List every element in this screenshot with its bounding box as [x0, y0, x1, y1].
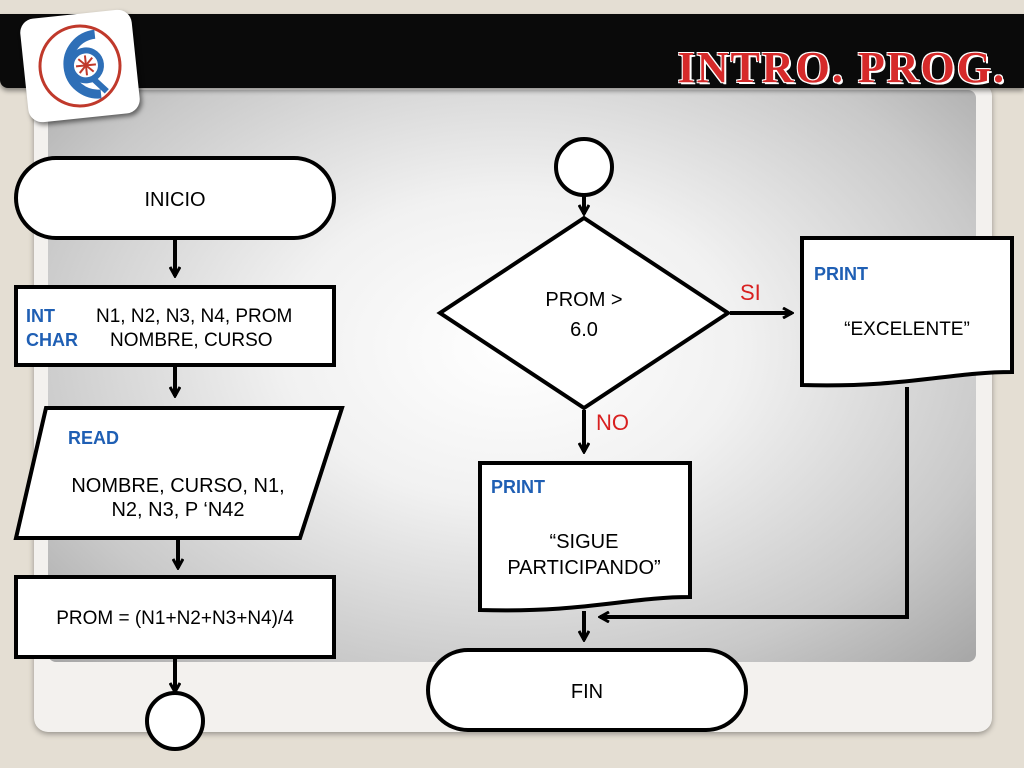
connector-out	[145, 691, 205, 751]
arrow-yes-to-end	[600, 387, 909, 617]
print-no-line-2: PARTICIPANDO”	[507, 557, 660, 579]
start-terminator	[14, 156, 336, 240]
char-keyword: CHAR	[26, 330, 78, 350]
print-no-box	[478, 461, 692, 613]
print-no-line-1: “SIGUE	[550, 531, 619, 553]
logo	[18, 8, 142, 124]
declare-box	[14, 285, 336, 367]
decision-line-1: PROM >	[545, 289, 622, 311]
print-no-keyword: PRINT	[491, 477, 545, 497]
logo-icon	[38, 24, 122, 108]
decision-line-2: 6.0	[570, 319, 598, 341]
end-terminator	[426, 648, 748, 732]
yes-label: SI	[740, 280, 761, 305]
char-variables: NOMBRE, CURSO	[110, 330, 273, 351]
page-title: INTRO. PROG.	[677, 43, 1006, 92]
print-yes-text: “EXCELENTE”	[844, 319, 970, 340]
end-label: FIN	[571, 681, 603, 703]
decision-diamond	[436, 215, 732, 411]
no-label: NO	[596, 410, 629, 435]
assign-box	[14, 575, 336, 659]
print-yes-keyword: PRINT	[814, 264, 868, 284]
read-line-2: N2, N3, P ‘N42	[111, 499, 244, 521]
assign-label: PROM = (N1+N2+N3+N4)/4	[56, 608, 294, 629]
print-yes-box	[800, 236, 1014, 388]
start-label: INICIO	[144, 189, 205, 211]
read-keyword: READ	[68, 428, 119, 448]
connector-in	[554, 137, 614, 197]
int-variables: N1, N2, N3, N4, PROM	[96, 306, 292, 327]
read-box	[13, 406, 345, 540]
read-line-1: NOMBRE, CURSO, N1,	[71, 475, 284, 497]
int-keyword: INT	[26, 306, 55, 326]
header-bar: INTRO. PROG.	[0, 14, 1024, 92]
